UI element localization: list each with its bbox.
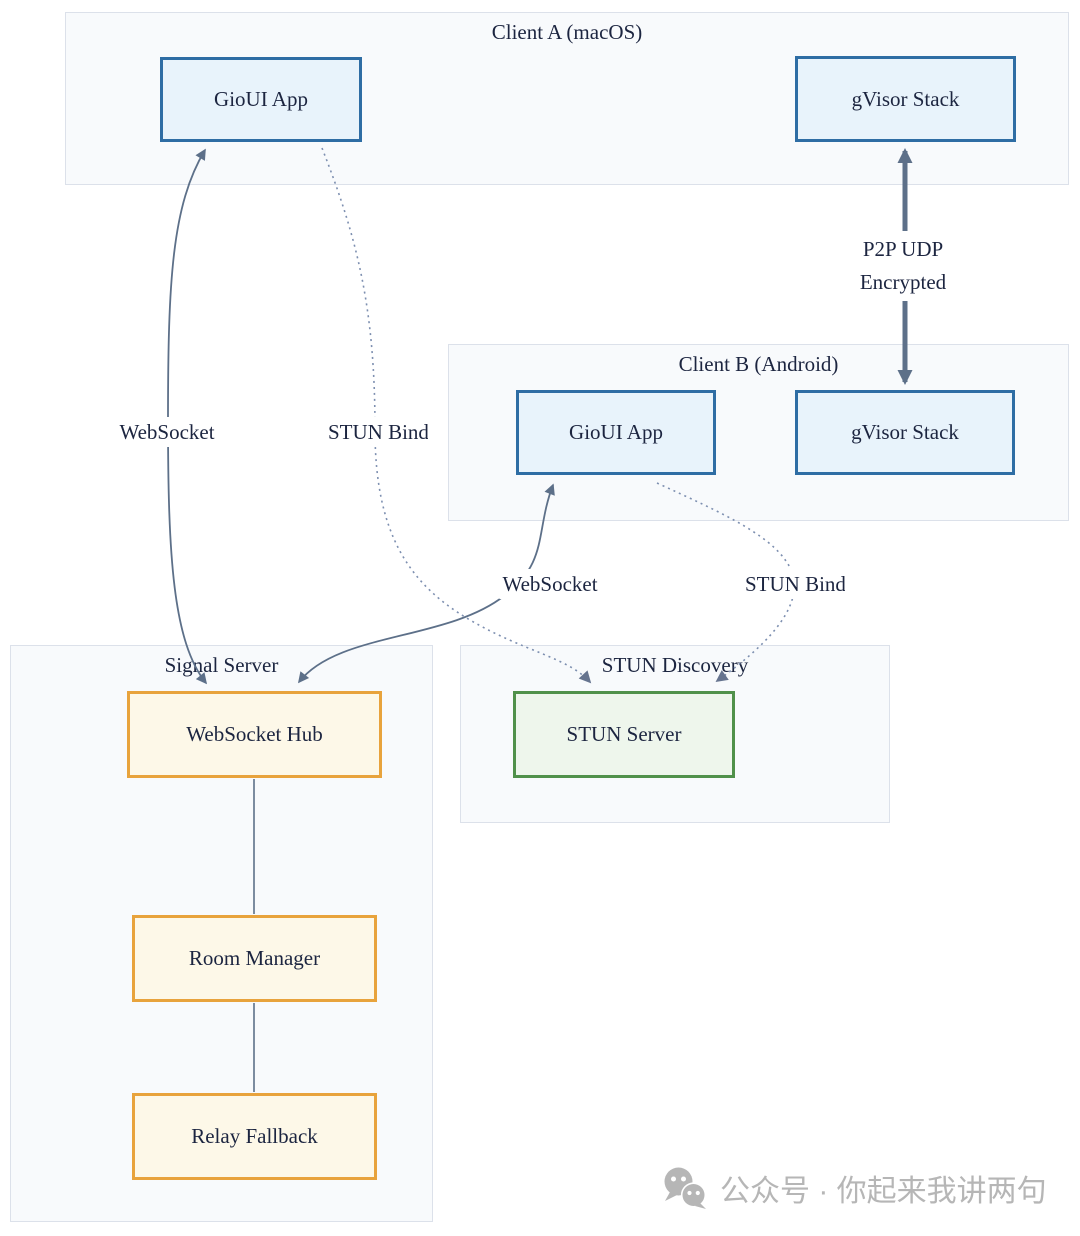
node-websocket-hub: WebSocket Hub — [127, 691, 382, 778]
node-relay-fallback-label: Relay Fallback — [191, 1124, 318, 1148]
edge-label-stun-bind-a: STUN Bind — [328, 417, 428, 447]
edge-websocket-b — [297, 483, 555, 684]
node-stun-server: STUN Server — [513, 691, 735, 778]
node-gvisor-stack-b: gVisor Stack — [795, 390, 1015, 475]
node-gvisor-stack-a: gVisor Stack — [795, 56, 1016, 142]
node-gvisor-stack-b-label: gVisor Stack — [851, 420, 959, 444]
node-gioui-app-b-label: GioUI App — [569, 420, 663, 444]
container-signal-server-title: Signal Server — [164, 653, 279, 677]
edge-label-websocket-b: WebSocket — [499, 569, 601, 599]
edge-label-p2p-udp: P2P UDP Encrypted — [856, 231, 950, 301]
node-room-manager: Room Manager — [132, 915, 377, 1002]
edge-label-p2p-udp-line2: Encrypted — [859, 270, 947, 294]
node-gioui-app-b: GioUI App — [516, 390, 716, 475]
node-stun-server-label: STUN Server — [566, 722, 682, 746]
container-client-b-title: Client B (Android) — [678, 352, 839, 376]
edge-label-stun-bind-b: STUN Bind — [745, 569, 845, 599]
node-gioui-app-a: GioUI App — [160, 57, 362, 142]
edge-label-websocket-a: WebSocket — [116, 417, 218, 447]
edge-stun-bind-a — [321, 147, 592, 684]
edge-stun-bind-b — [656, 482, 795, 683]
node-relay-fallback: Relay Fallback — [132, 1093, 377, 1180]
node-websocket-hub-label: WebSocket Hub — [186, 722, 323, 746]
node-gvisor-stack-a-label: gVisor Stack — [851, 86, 960, 111]
container-client-a-title: Client A (macOS) — [491, 20, 643, 44]
node-room-manager-label: Room Manager — [188, 946, 321, 970]
node-gioui-app-a-label: GioUI App — [214, 87, 308, 111]
watermark: 公众号 · 你起来我讲两句 — [662, 1166, 1047, 1210]
watermark-text: 公众号 · 你起来我讲两句 — [720, 1175, 1047, 1208]
wechat-icon — [662, 1167, 709, 1210]
edge-label-p2p-udp-line1: P2P UDP — [862, 237, 944, 261]
